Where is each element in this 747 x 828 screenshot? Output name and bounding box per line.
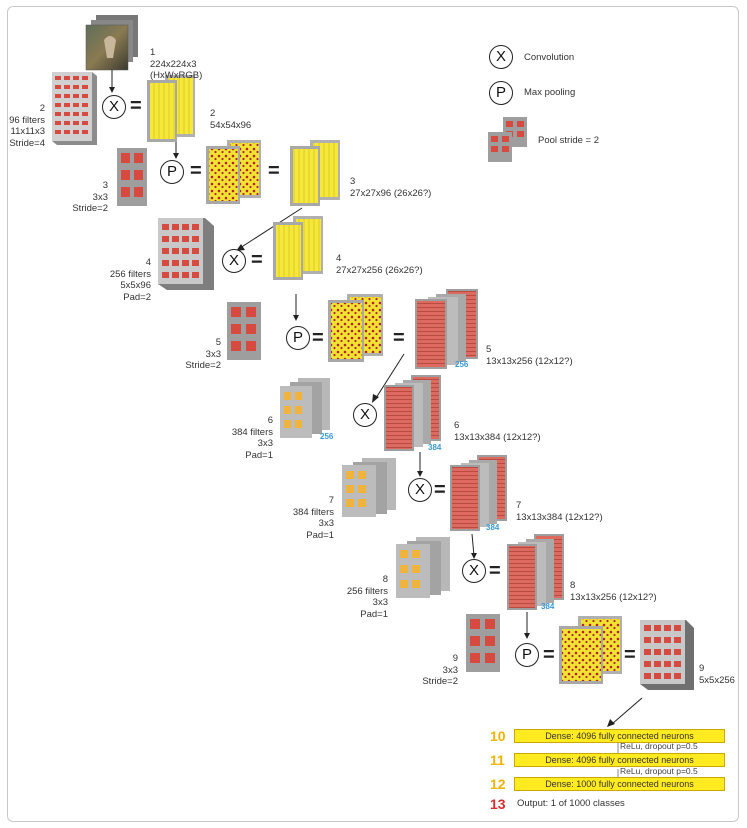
pooling-symbol-3: P — [160, 160, 184, 184]
equals-sign: = — [190, 160, 202, 182]
dense-num-11: 11 — [490, 752, 505, 768]
feature-map-6 — [384, 375, 441, 451]
legend-stride-label: Pool stride = 2 — [538, 135, 599, 146]
depth-tag-8: 384 — [541, 602, 555, 611]
convolution-symbol-6: X — [353, 403, 377, 427]
equals-sign: = — [268, 160, 280, 182]
feature-map-4 — [273, 216, 323, 280]
pooling-symbol-9: P — [515, 643, 539, 667]
pooled-map-3 — [206, 140, 261, 204]
equals-sign: = — [434, 479, 446, 501]
depth-tag-7: 384 — [486, 523, 500, 532]
feature-map-7 — [450, 455, 507, 531]
depth-tag-5: 256 — [455, 360, 469, 369]
convolution-symbol-2: X — [102, 95, 126, 119]
output-num-13: 13 — [490, 796, 506, 812]
feature-map-5 — [415, 289, 478, 369]
relu-note-1: ReLu, dropout p=0.5 — [620, 741, 698, 751]
feature-map-9 — [640, 620, 694, 690]
convolution-symbol-7: X — [408, 478, 432, 502]
equals-sign: = — [312, 327, 324, 349]
feature-map-8 — [507, 534, 564, 610]
equals-sign: = — [489, 560, 501, 582]
dense-layer-12: Dense: 1000 fully connected neurons — [514, 777, 725, 791]
filter-block-8 — [396, 537, 450, 598]
equals-sign: = — [130, 95, 142, 117]
filter-block-6 — [280, 378, 330, 438]
pooled-map-5 — [328, 294, 383, 362]
equals-sign: = — [251, 249, 263, 271]
dense-layer-11: Dense: 4096 fully connected neurons — [514, 753, 725, 767]
legend-pooling-icon: P — [489, 81, 513, 105]
depth-tag-6: 384 — [428, 443, 442, 452]
dense-layer-10: Dense: 4096 fully connected neurons — [514, 729, 725, 743]
equals-sign: = — [393, 327, 405, 349]
convolution-symbol-8: X — [462, 559, 486, 583]
legend-convolution-label: Convolution — [524, 52, 575, 63]
equals-sign: = — [624, 644, 636, 666]
relu-note-2: ReLu, dropout p=0.5 — [620, 766, 698, 776]
pool-block-3 — [117, 148, 147, 206]
convolution-symbol-4: X — [222, 249, 246, 273]
pool-block-5 — [227, 302, 261, 360]
depth-tag-6-filter: 256 — [320, 432, 334, 441]
filter-block-4 — [158, 218, 214, 290]
feature-map-2 — [147, 75, 195, 142]
pooled-map-9 — [559, 616, 622, 684]
feature-map-3 — [290, 140, 340, 206]
pooling-symbol-5: P — [286, 326, 310, 350]
dense-num-10: 10 — [490, 728, 506, 744]
equals-sign: = — [543, 644, 555, 666]
pool-block-9 — [466, 614, 500, 672]
legend-convolution-icon: X — [489, 45, 513, 69]
input-image-stack — [85, 15, 138, 71]
filter-block-2 — [52, 72, 97, 145]
legend-pooling-label: Max pooling — [524, 87, 576, 98]
filter-block-7 — [342, 458, 396, 517]
legend-stride-icon — [488, 117, 527, 162]
output-label: Output: 1 of 1000 classes — [517, 798, 625, 809]
dense-num-12: 12 — [490, 776, 506, 792]
